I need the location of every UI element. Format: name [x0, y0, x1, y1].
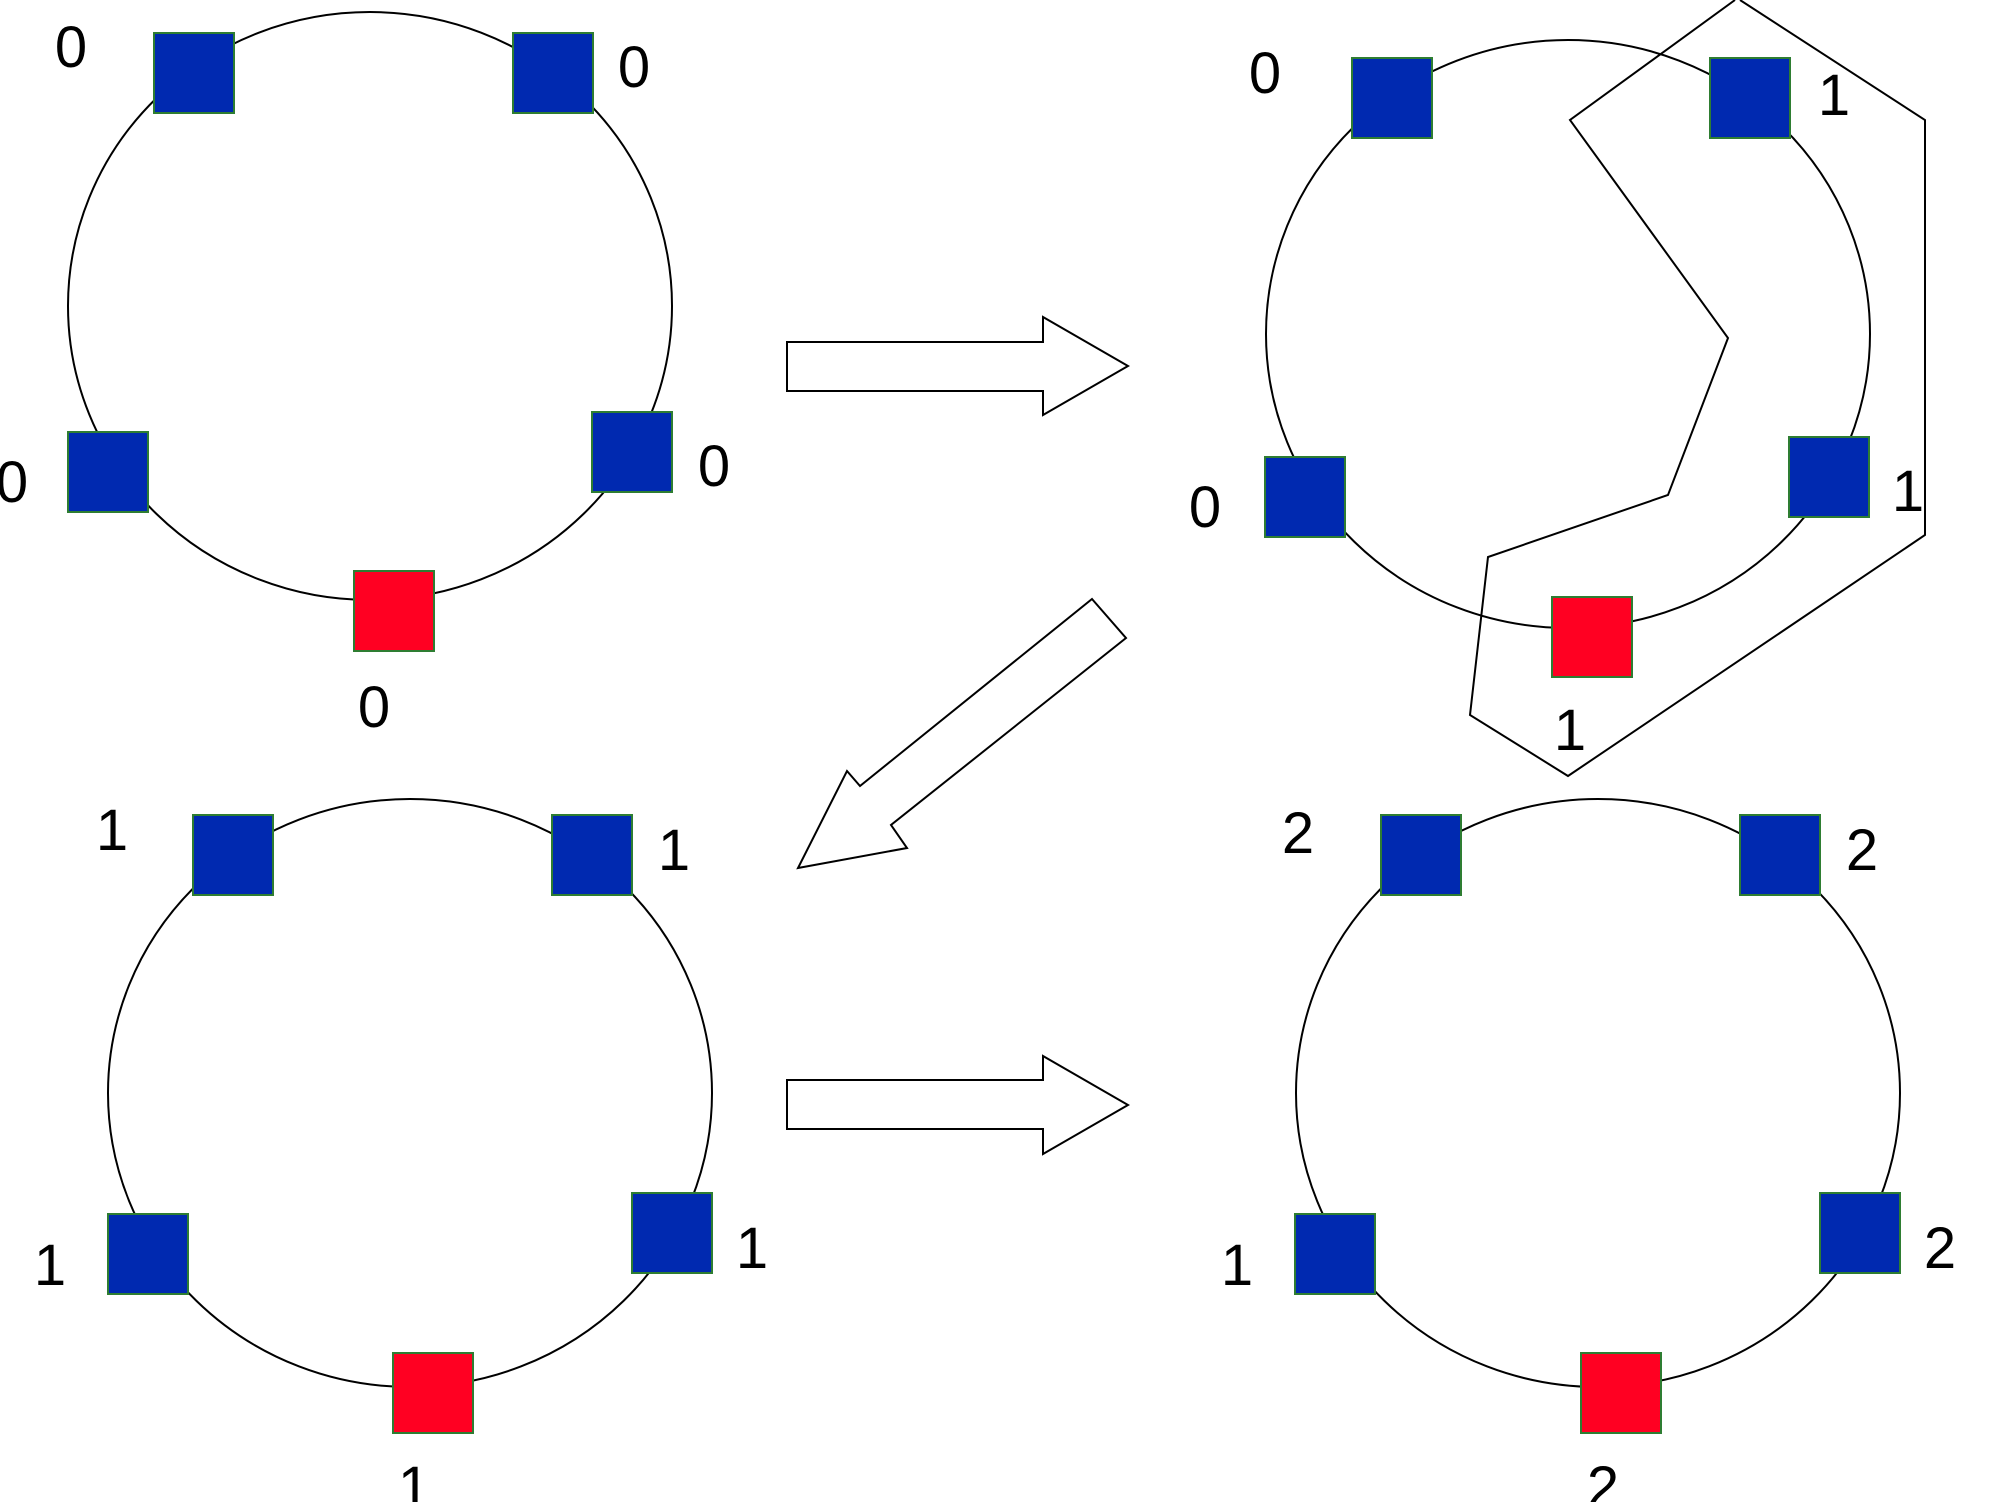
node-square [591, 411, 673, 493]
node-square [1380, 814, 1462, 896]
node-label: 2 [1587, 1455, 1619, 1502]
node-square [192, 814, 274, 896]
node-square [512, 32, 594, 114]
group-outline [1468, 0, 1926, 778]
node-label: 0 [1189, 475, 1221, 540]
node-square [107, 1213, 189, 1295]
node-square [67, 431, 149, 513]
node-label: 1 [96, 798, 128, 863]
leader-square [353, 570, 435, 652]
arrow-down-left [796, 597, 1128, 870]
node-square [1739, 814, 1821, 896]
node-square [551, 814, 633, 896]
node-label: 0 [618, 35, 650, 100]
panel-bottom-right: 2 2 1 2 2 [1221, 798, 1956, 1507]
node-label: 1 [1221, 1233, 1253, 1298]
node-label: 0 [1249, 41, 1281, 106]
node-label: 2 [1846, 818, 1878, 883]
node-label: 1 [658, 818, 690, 883]
node-square [1709, 57, 1791, 139]
node-label: 0 [358, 675, 390, 740]
node-label: 0 [698, 434, 730, 499]
node-square [631, 1192, 713, 1274]
node-label: 2 [1282, 801, 1314, 866]
node-label: 0 [55, 15, 87, 80]
node-label: 1 [1818, 63, 1850, 128]
node-square [1351, 57, 1433, 139]
panel-top-left: 0 0 0 0 0 [0, 11, 730, 740]
arrow-right-top [786, 315, 1131, 417]
node-label: 1 [34, 1233, 66, 1298]
node-label: 1 [398, 1455, 430, 1502]
node-label: 1 [736, 1216, 768, 1281]
node-label: 2 [1924, 1216, 1956, 1281]
node-label: 1 [1554, 698, 1586, 763]
node-square [1294, 1213, 1376, 1295]
node-square [1264, 456, 1346, 538]
panel-bottom-left: 1 1 1 1 1 [34, 798, 768, 1507]
leader-square [1551, 596, 1633, 678]
node-square [1788, 436, 1870, 518]
arrow-right-bottom [786, 1054, 1131, 1156]
node-square [153, 32, 235, 114]
node-square [1819, 1192, 1901, 1274]
leader-square [392, 1352, 474, 1434]
node-label: 1 [1892, 459, 1924, 524]
leader-square [1580, 1352, 1662, 1434]
node-label: 0 [0, 450, 28, 515]
panel-top-right: 0 1 0 1 1 [1189, 0, 1926, 778]
